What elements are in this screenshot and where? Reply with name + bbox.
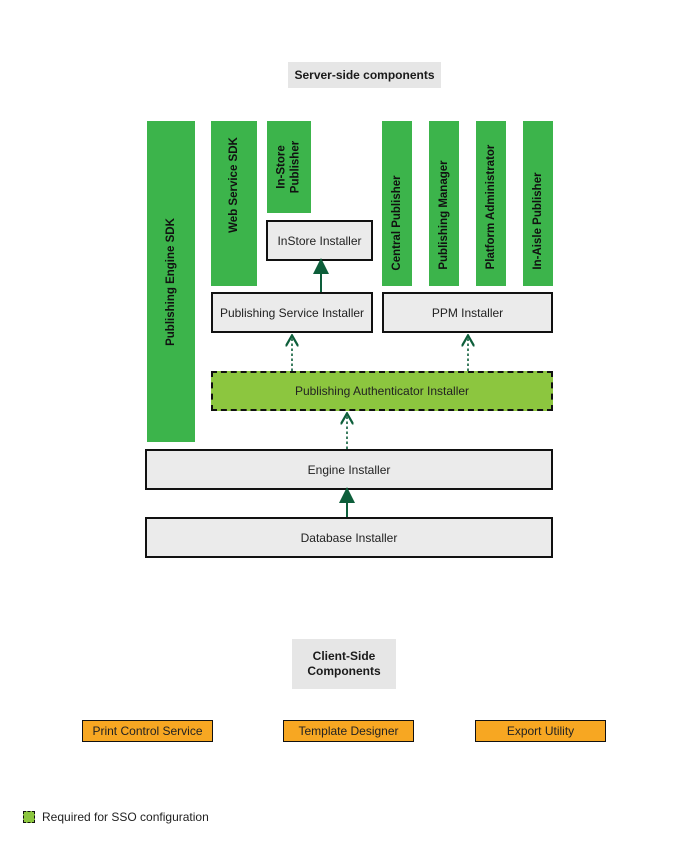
web-service-sdk-bar: Web Service SDK (211, 121, 257, 286)
server-side-title: Server-side components (288, 62, 441, 88)
legend-sso-text: Required for SSO configuration (42, 810, 209, 824)
print-control-service-box: Print Control Service (82, 720, 213, 742)
platform-administrator-bar: Platform Administrator (476, 121, 506, 286)
legend-sso-swatch (23, 811, 35, 823)
client-side-title: Client-Side Components (292, 639, 396, 689)
template-designer-box: Template Designer (283, 720, 414, 742)
database-installer-box: Database Installer (145, 517, 553, 558)
central-publisher-bar: Central Publisher (382, 121, 412, 286)
export-utility-box: Export Utility (475, 720, 606, 742)
publishing-manager-bar: Publishing Manager (429, 121, 459, 286)
instore-publisher-bar: In-Store Publisher (267, 121, 311, 213)
ppm-installer-box: PPM Installer (382, 292, 553, 333)
client-side-title-line1: Client-Side (312, 649, 376, 663)
in-aisle-publisher-bar: In-Aisle Publisher (523, 121, 553, 286)
publishing-engine-sdk-bar: Publishing Engine SDK (147, 121, 195, 442)
publishing-service-installer-box: Publishing Service Installer (211, 292, 373, 333)
client-side-title-line2: Components (307, 664, 381, 678)
publishing-authenticator-installer-box: Publishing Authenticator Installer (211, 371, 553, 411)
